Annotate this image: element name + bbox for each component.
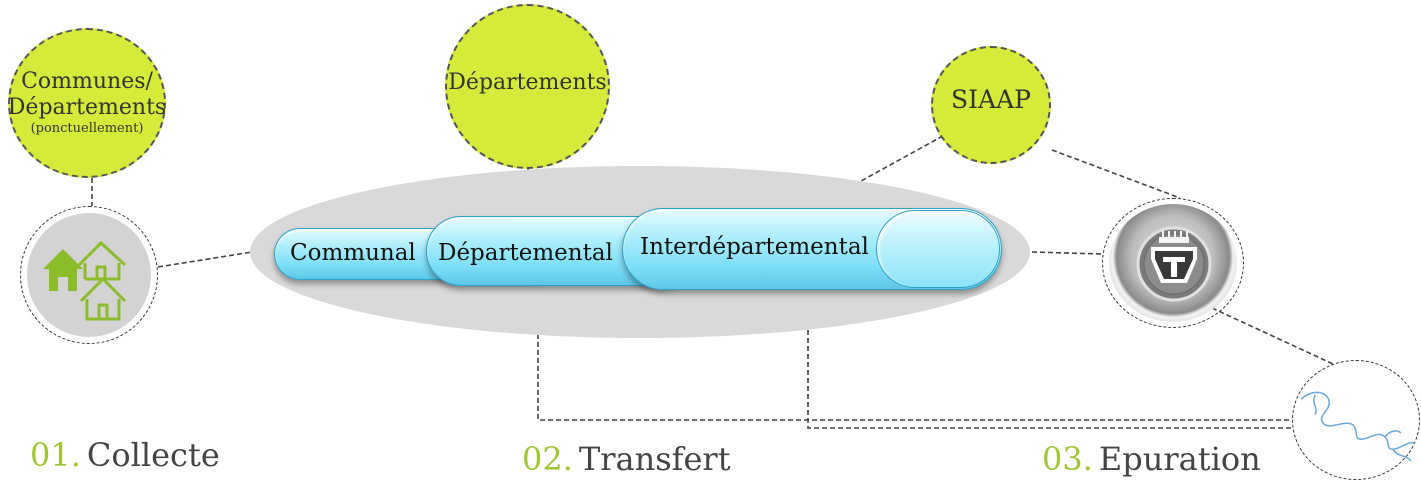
houses-icon bbox=[43, 240, 127, 321]
step-label: Epuration bbox=[1098, 440, 1261, 478]
river-map-icon bbox=[1300, 391, 1416, 462]
departemental-label: Départemental bbox=[438, 240, 613, 266]
collection-circle bbox=[20, 206, 158, 344]
departements-bubble-label: Départements bbox=[448, 70, 607, 95]
pipe-end-cap bbox=[876, 210, 1000, 288]
step-transfert: 02.Transfert bbox=[522, 440, 731, 478]
communes-bubble-line1: Communes/ bbox=[21, 69, 153, 94]
step-number: 01. bbox=[30, 436, 81, 474]
step-number: 02. bbox=[522, 440, 573, 478]
treatment-plant-circle bbox=[1102, 198, 1244, 328]
interdepartemental-label: Interdépartemental bbox=[640, 234, 869, 260]
step-number: 03. bbox=[1042, 440, 1093, 478]
communes-bubble-line2: Départements bbox=[7, 95, 167, 120]
communes-bubble: Communes/ Départements (ponctuellement) bbox=[8, 28, 166, 178]
step-label: Transfert bbox=[578, 440, 731, 478]
departements-bubble: Départements bbox=[445, 4, 610, 169]
step-epuration: 03.Epuration bbox=[1042, 440, 1261, 478]
treatment-plant-icon bbox=[1136, 226, 1212, 302]
river-circle bbox=[1292, 360, 1420, 480]
step-label: Collecte bbox=[86, 436, 220, 474]
communes-bubble-line3: (ponctuellement) bbox=[30, 121, 144, 136]
step-collecte: 01.Collecte bbox=[30, 436, 220, 474]
siaap-bubble-label: SIAAP bbox=[951, 84, 1031, 114]
siaap-bubble: SIAAP bbox=[931, 46, 1051, 164]
communal-label: Communal bbox=[290, 240, 416, 266]
